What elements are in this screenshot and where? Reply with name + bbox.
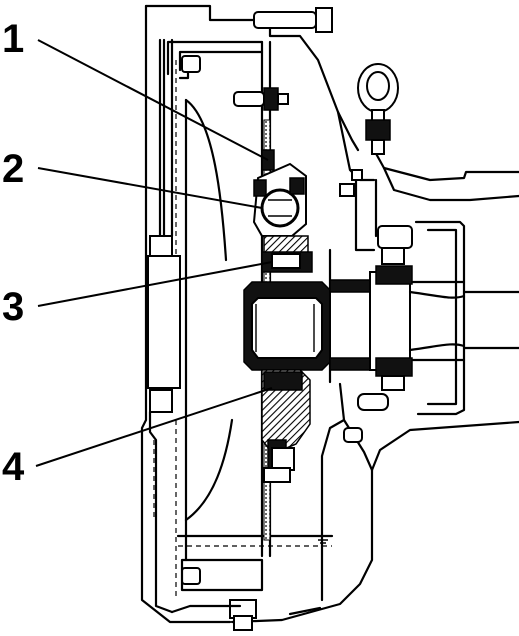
callout-label-2: 2 bbox=[2, 147, 24, 191]
callout-labels: 1 2 3 4 bbox=[2, 17, 25, 489]
gearbox-details bbox=[339, 63, 413, 443]
callout-leaders bbox=[35, 39, 273, 467]
central-shaft-assembly bbox=[233, 7, 519, 558]
callout-label-3: 3 bbox=[2, 285, 24, 329]
callout-label-4: 4 bbox=[2, 445, 25, 489]
leader-2 bbox=[37, 167, 263, 209]
leader-3 bbox=[37, 261, 273, 307]
flywheel-assembly bbox=[147, 38, 264, 596]
callout-label-1: 1 bbox=[2, 17, 24, 61]
leader-4 bbox=[35, 387, 273, 467]
leader-1 bbox=[37, 39, 269, 161]
